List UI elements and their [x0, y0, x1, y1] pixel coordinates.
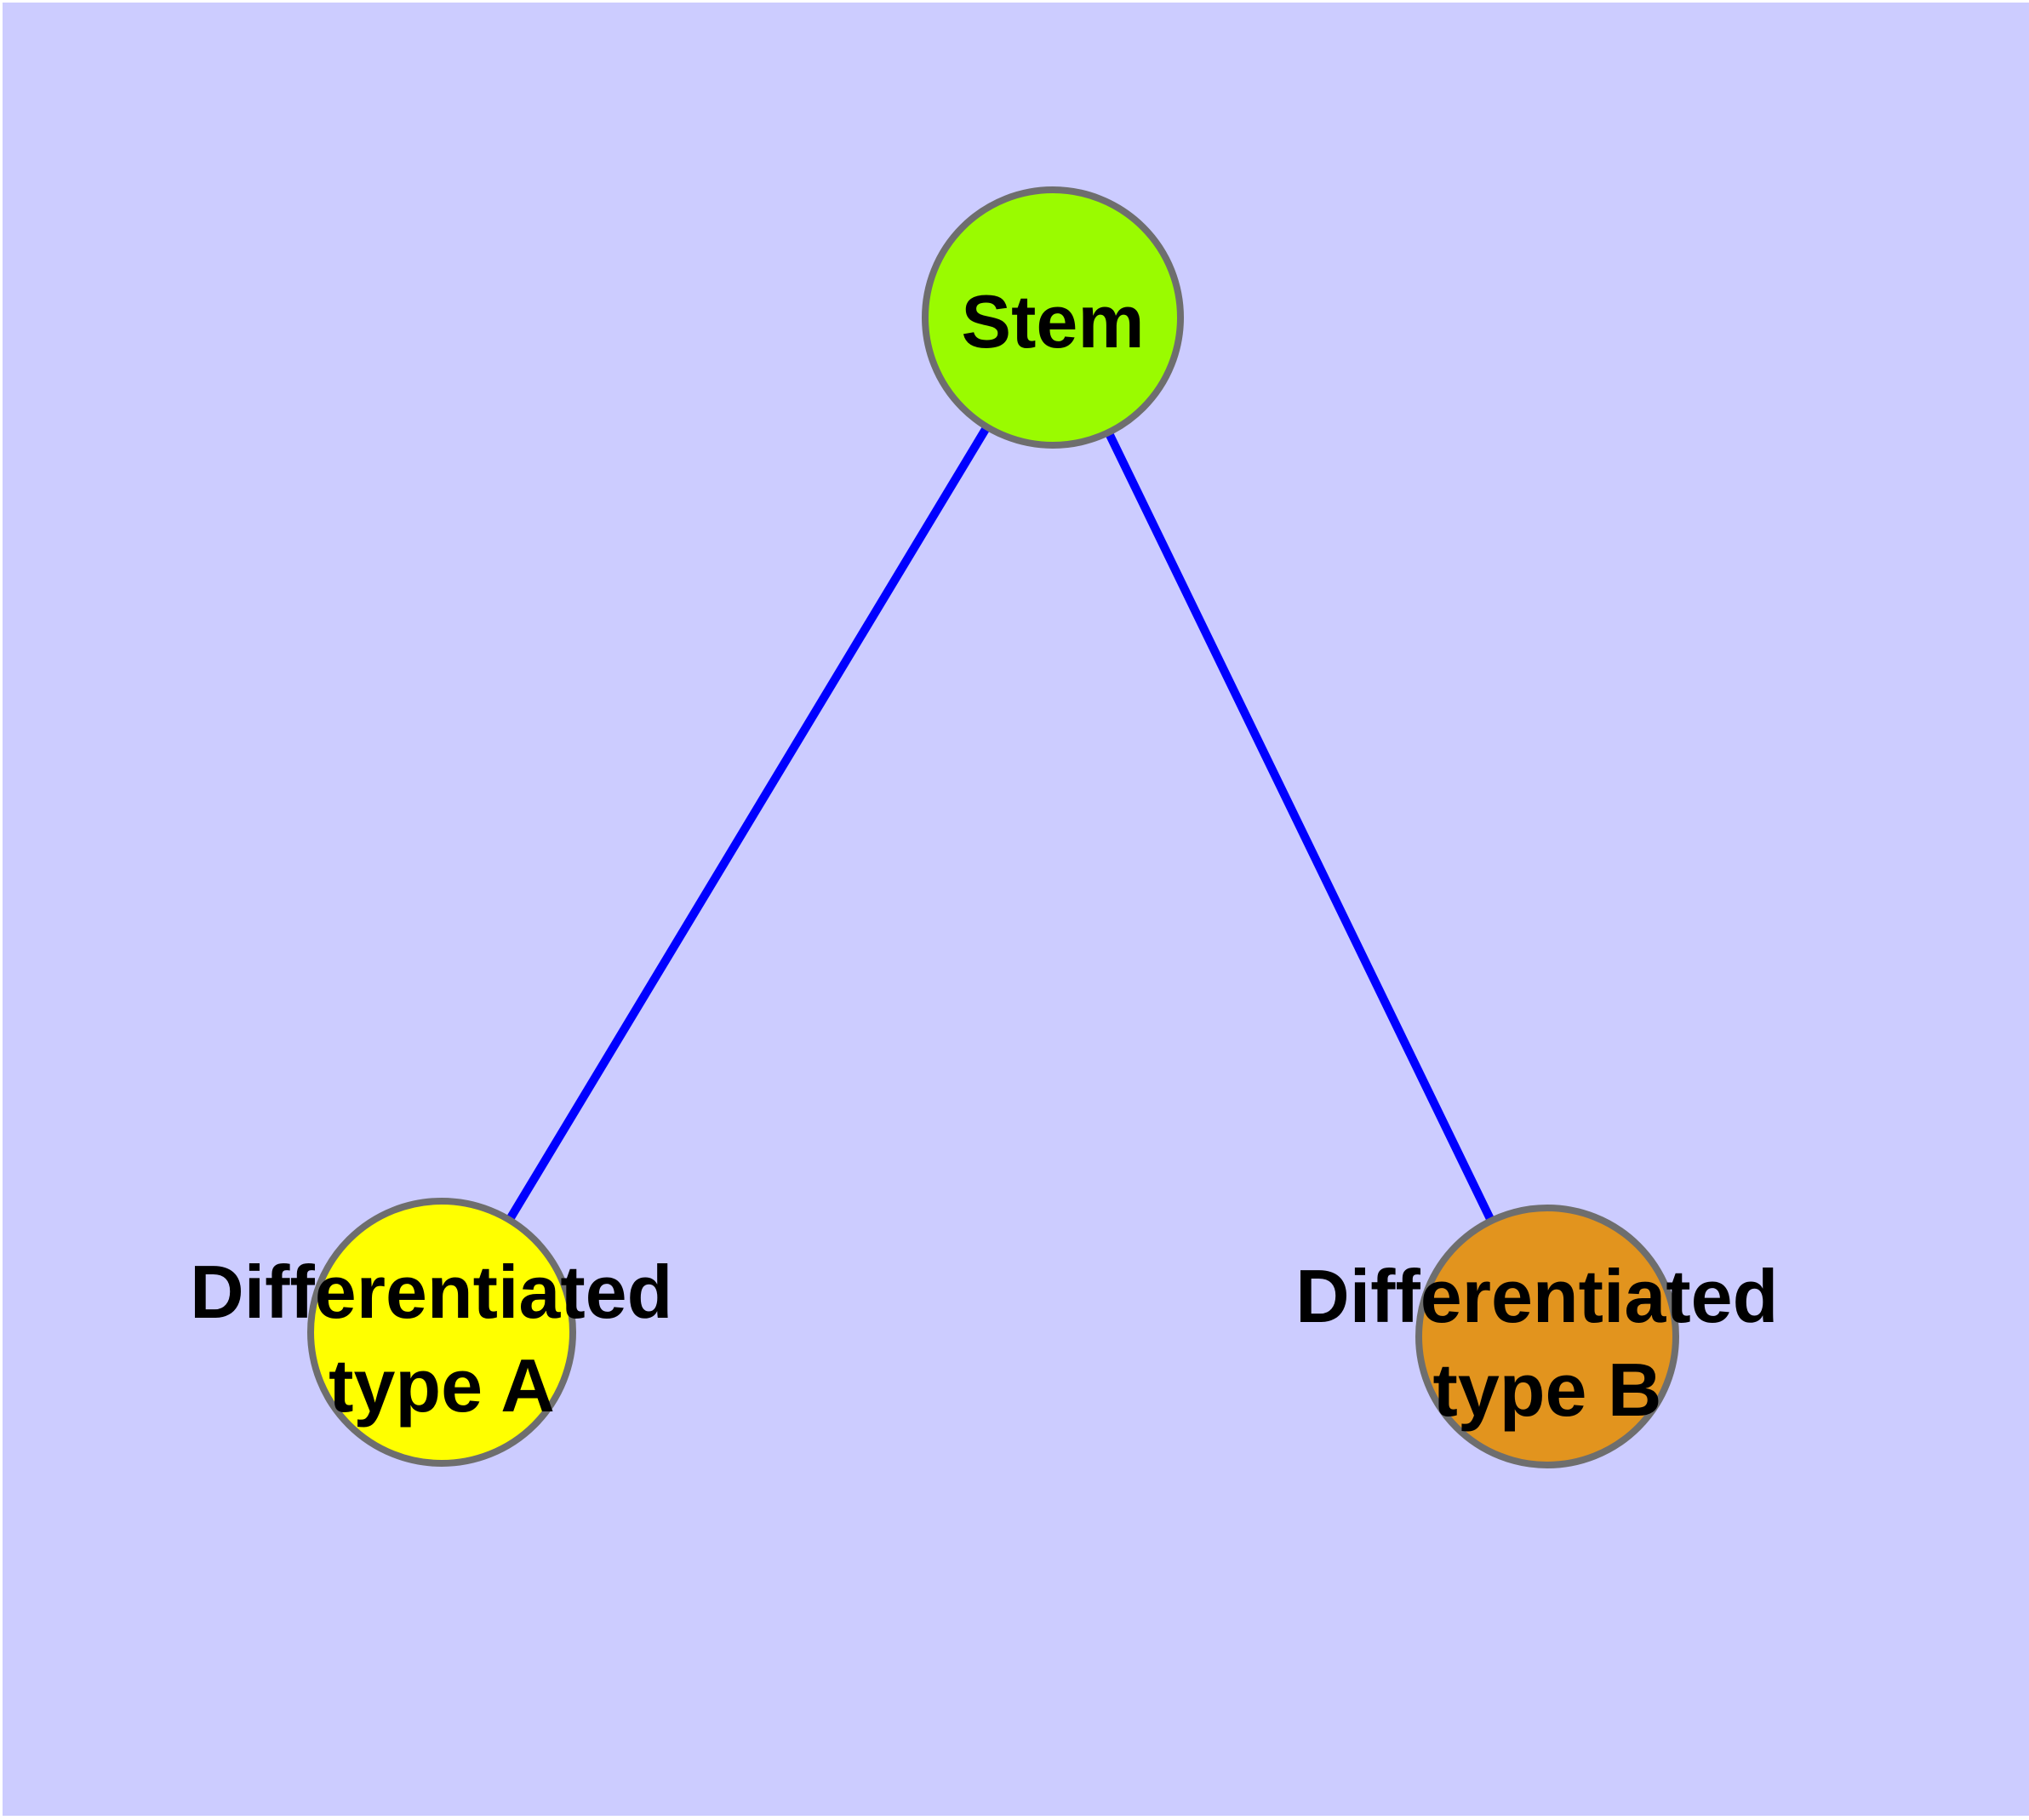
node-label-group: Stem Differentiated type A Differentiate… [190, 279, 1799, 1432]
edge-stem-to-type-b [1049, 315, 1552, 1339]
node-stem-label-line: Stem [961, 279, 1144, 363]
node-type-a-circle [307, 1198, 576, 1467]
node-group [307, 186, 1679, 1468]
edge-group [437, 315, 1552, 1339]
node-stem-label: Stem [961, 279, 1144, 363]
node-type-a-label: Differentiated type A [190, 1250, 694, 1428]
node-type-b-label-line2: type B [1433, 1348, 1662, 1432]
node-type-b-label: Differentiated type B [1295, 1254, 1799, 1432]
node-type-a-label-line1: Differentiated [190, 1250, 672, 1334]
node-type-a-label-line2: type A [329, 1343, 555, 1428]
node-type-b-label-line1: Differentiated [1295, 1254, 1778, 1338]
node-type-b-circle [1415, 1205, 1679, 1468]
node-stem-circle [922, 186, 1184, 449]
edge-stem-to-type-a [437, 315, 1057, 1335]
